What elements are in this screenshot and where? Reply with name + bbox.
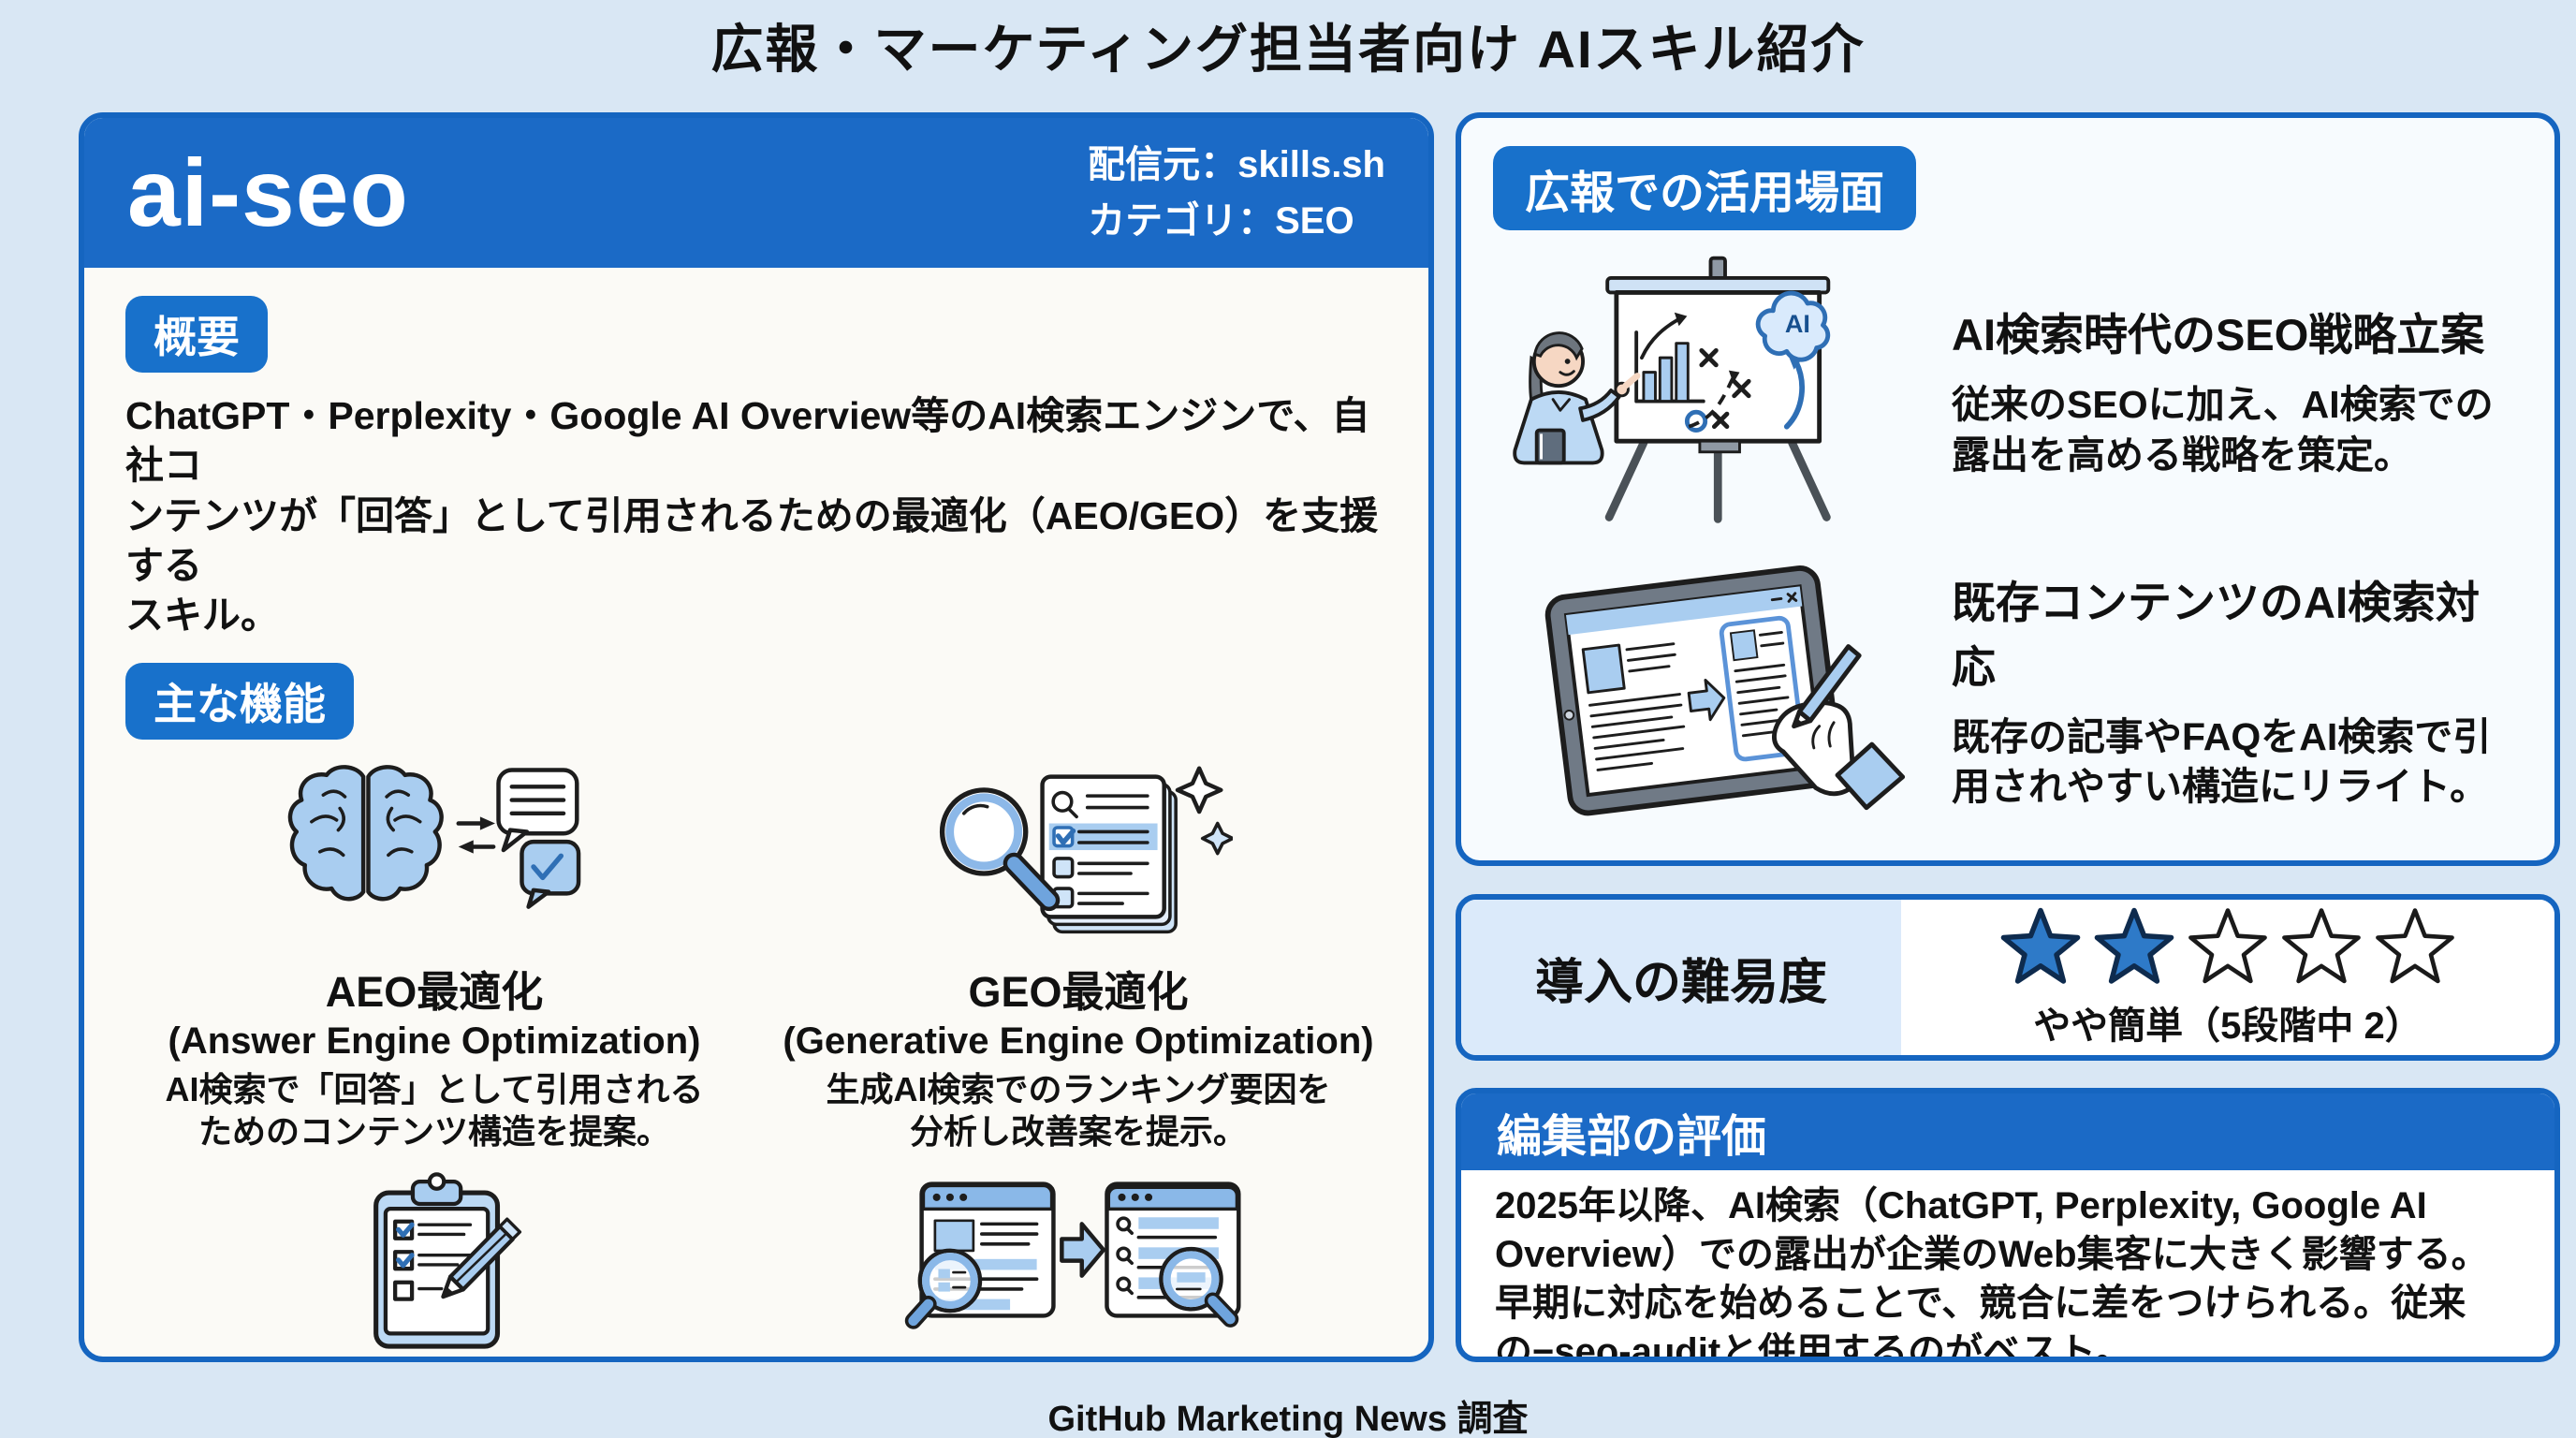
feature-title: GEO最適化 xyxy=(968,968,1189,1017)
skill-name: ai-seo xyxy=(127,139,409,246)
page-title: 広報・マーケティング担当者向け AIスキル紹介 xyxy=(710,20,1866,79)
use-case-desc: 従来のSEOに加え、AI検索での 露出を高める戦略を策定。 xyxy=(1952,383,2494,477)
star-icon xyxy=(2000,907,2081,984)
use-case-title: 既存コンテンツのAI検索対応 xyxy=(1952,577,2480,692)
editorial-title: 編集部の評価 xyxy=(1461,1093,2554,1170)
feature-competitor-analysis: 競合のAI検索露出分析 競合がAI検索でどのように引用 されているかを分析。 xyxy=(769,1166,1387,1357)
skill-card-body: 概要 ChatGPT・Perplexity・Google AI Overview… xyxy=(84,268,1428,1357)
feature-desc: 生成AI検索でのランキング要因を 分析し改善案を提示。 xyxy=(826,1070,1331,1152)
overview-text: ChatGPT・Perplexity・Google AI Overview等のA… xyxy=(125,394,1379,638)
star-icon xyxy=(2282,908,2361,984)
difficulty-label: 導入の難易度 xyxy=(1461,900,1901,1055)
use-cases-panel: 広報での活用場面 xyxy=(1456,112,2560,866)
use-cases-badge: 広報での活用場面 xyxy=(1493,146,1917,230)
star-icon xyxy=(2094,907,2174,984)
ai-cloud-label: AI xyxy=(1784,309,1809,338)
overview-badge: 概要 xyxy=(125,296,268,373)
skill-card-header: ai-seo 配信元：skills.sh カテゴリ：SEO xyxy=(84,118,1428,268)
editorial-panel: 編集部の評価 2025年以降、AI検索（ChatGPT, Perplexity,… xyxy=(1456,1088,2560,1362)
clipboard-pencil-icon xyxy=(373,1172,522,1350)
skill-category: カテゴリ：SEO xyxy=(1088,200,1354,242)
browser-compare-icon xyxy=(904,1181,1241,1330)
magnifier-checklist-icon xyxy=(940,766,1233,934)
feature-desc: AI検索で「回答」として引用される ためのコンテンツ構造を提案。 xyxy=(165,1070,704,1152)
brain-chat-icon xyxy=(287,765,581,910)
features-badge: 主な機能 xyxy=(125,663,354,741)
feature-title: AEO最適化 xyxy=(325,968,544,1017)
presenter-whiteboard-icon: AI xyxy=(1512,256,1831,523)
skill-meta: 配信元：skills.sh カテゴリ：SEO xyxy=(1088,137,1385,249)
feature-geo: GEO最適化 (Generative Engine Optimization) … xyxy=(769,758,1387,1152)
difficulty-panel: 導入の難易度 やや簡単（5段階中 2） xyxy=(1456,894,2560,1061)
star-icon xyxy=(2188,908,2267,984)
use-case-strategy: AI AI検索時代のSEO戦略立案 従来のSEOに加え、A xyxy=(1493,249,2523,530)
tablet-rewrite-icon xyxy=(1544,565,1905,816)
feature-subtitle: (Answer Engine Optimization) xyxy=(168,1020,701,1063)
difficulty-caption: やや簡単（5段階中 2） xyxy=(2033,1005,2422,1047)
use-case-desc: 既存の記事やFAQをAI検索で引 用されやすい構造にリライト。 xyxy=(1952,714,2492,808)
use-case-title: AI検索時代のSEO戦略立案 xyxy=(1952,310,2485,360)
feature-subtitle: (Generative Engine Optimization) xyxy=(783,1020,1374,1063)
star-icon xyxy=(2376,908,2454,984)
difficulty-rating: やや簡単（5段階中 2） xyxy=(1901,900,2554,1055)
feature-aeo: AEO最適化 (Answer Engine Optimization) AI検索… xyxy=(125,758,743,1152)
skill-card: ai-seo 配信元：skills.sh カテゴリ：SEO 概要 ChatGPT… xyxy=(79,112,1434,1362)
page-footer: GitHub Marketing News 調査 xyxy=(1047,1400,1529,1438)
feature-checklist: チェックリスト生成 AI検索対応のためのチェックリ ストを自動生成。 xyxy=(125,1166,743,1357)
editorial-text: 2025年以降、AI検索（ChatGPT, Perplexity, Google… xyxy=(1495,1185,2489,1362)
use-case-rewrite: 既存コンテンツのAI検索対応 既存の記事やFAQをAI検索で引 用されやすい構造… xyxy=(1493,549,2523,829)
features-grid: AEO最適化 (Answer Engine Optimization) AI検索… xyxy=(125,758,1387,1357)
skill-source: 配信元：skills.sh xyxy=(1088,144,1385,185)
star-rating xyxy=(1998,905,2458,991)
